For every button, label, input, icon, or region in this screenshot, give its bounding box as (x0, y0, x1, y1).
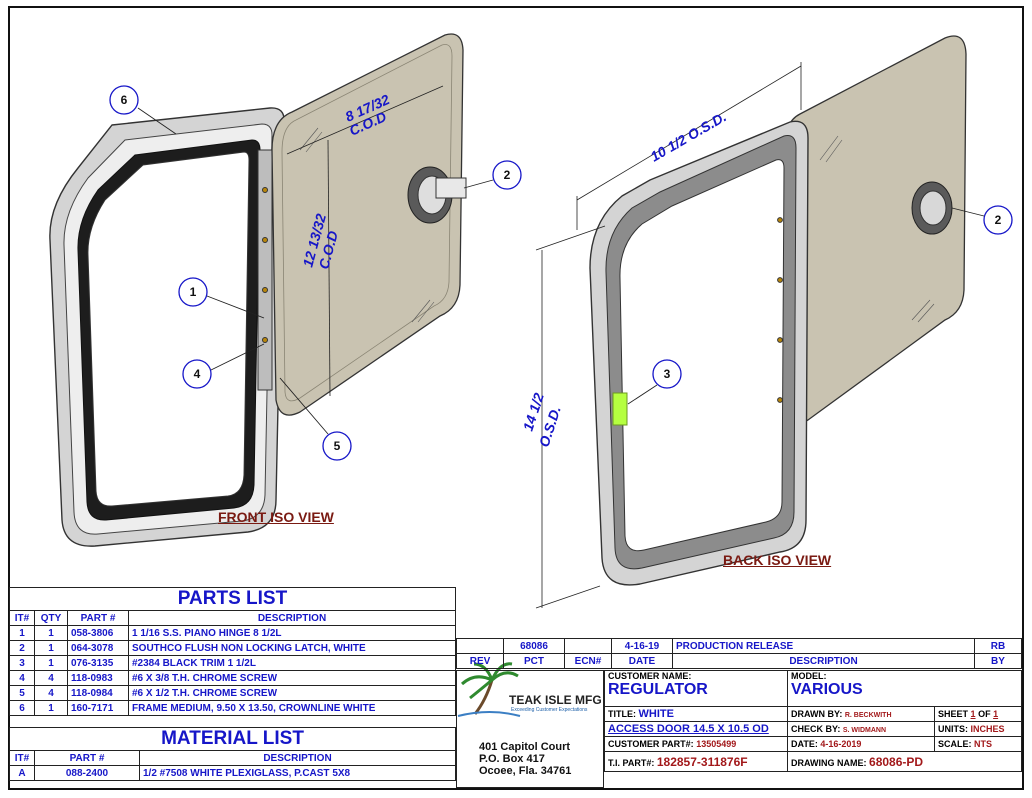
check-by-label: CHECK BY: (791, 724, 841, 734)
back-balloons (652, 205, 1013, 389)
company-name: TEAK ISLE MFG (509, 693, 602, 707)
balloon-2-back: 2 (995, 213, 1002, 227)
material-list-title: MATERIAL LIST (9, 727, 456, 751)
drawn-by-label: DRAWN BY: (791, 709, 843, 719)
col-header: IT# (9, 610, 35, 626)
title-label: TITLE: (608, 709, 636, 719)
balloon-2: 2 (504, 168, 511, 182)
sheet-of: OF (978, 709, 991, 719)
drawing-name: 68086-PD (869, 754, 924, 769)
back-frame (589, 120, 809, 586)
customer-part: 13505499 (696, 739, 737, 749)
col-header: DESCRIPTION (139, 750, 456, 766)
company-address: 401 Capitol Court P.O. Box 417 Ocoee, Fl… (479, 741, 572, 777)
col-header: PART # (34, 750, 140, 766)
date-value: 4-16-2019 (820, 739, 862, 749)
col-header: QTY (34, 610, 68, 626)
company-block: TEAK ISLE MFG Exceeding Customer Expecta… (456, 670, 604, 788)
drawing-name-label: DRAWING NAME: (791, 757, 867, 768)
date-label: DATE: (791, 739, 818, 749)
front-door (271, 33, 467, 416)
sheet-label: SHEET (938, 709, 969, 719)
col-header: IT# (9, 750, 35, 766)
title-line-1: WHITE (638, 708, 674, 720)
sheet-number: 1 (970, 709, 976, 719)
scale-label: SCALE: (938, 739, 972, 749)
sheet-border (8, 6, 1024, 790)
parts-list-title: PARTS LIST (9, 587, 456, 611)
sheet-total: 1 (993, 709, 999, 719)
title-line-2: ACCESS DOOR 14.5 X 10.5 OD (604, 721, 788, 737)
revision-row: 68086 4-16-19 PRODUCTION RELEASE RB (456, 638, 1022, 654)
front-balloons (109, 85, 522, 461)
model-label: MODEL: (791, 671, 827, 681)
check-by: S. WIDMANN (842, 727, 887, 734)
balloon-1: 1 (190, 285, 197, 299)
customer-name-label: CUSTOMER NAME: (608, 671, 692, 681)
company-tagline: Exceeding Customer Expectations (511, 707, 588, 713)
front-frame (49, 107, 285, 547)
units-label: UNITS: (938, 724, 968, 734)
model-value: VARIOUS (791, 681, 863, 698)
scale-value: NTS (974, 739, 993, 749)
balloon-6: 6 (121, 93, 128, 107)
back-iso-view-label: BACK ISO VIEW (723, 552, 832, 568)
customer-part-label: CUSTOMER PART#: (608, 739, 694, 749)
front-hinge (257, 149, 273, 391)
customer-name: REGULATOR (608, 681, 708, 698)
ti-part-label: T.I. PART#: (608, 757, 655, 768)
balloon-4: 4 (194, 367, 201, 381)
col-header: PART # (67, 610, 129, 626)
front-iso-view-label: FRONT ISO VIEW (218, 509, 334, 525)
col-header: DESCRIPTION (128, 610, 456, 626)
balloon-3: 3 (664, 367, 671, 381)
drawn-by: R. BECKWITH (844, 712, 892, 719)
units-value: INCHES (970, 724, 1005, 734)
ti-part: 182857-311876F (656, 754, 748, 769)
title-block-table: CUSTOMER NAME: REGULATOR MODEL: VARIOUS … (604, 670, 1022, 772)
back-door (783, 35, 967, 424)
balloon-5: 5 (334, 439, 341, 453)
